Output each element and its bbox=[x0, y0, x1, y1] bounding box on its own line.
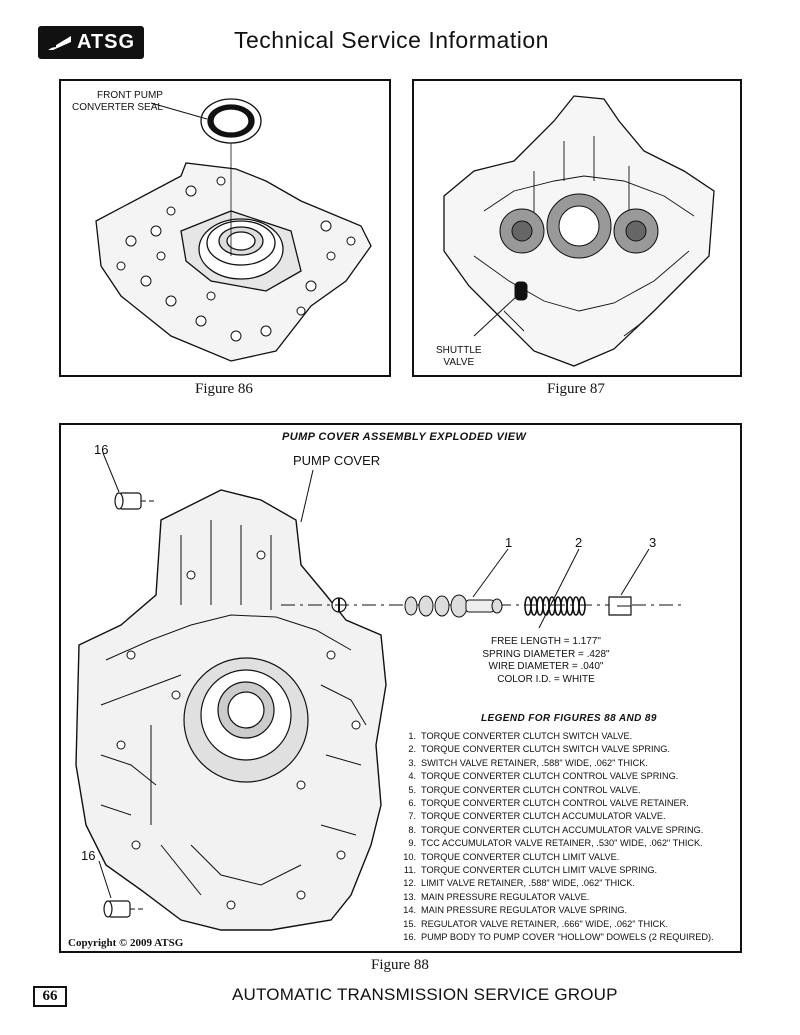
callout-1: 1 bbox=[505, 535, 513, 550]
pump-cover-label: PUMP COVER bbox=[293, 453, 381, 468]
legend-item: 15.REGULATOR VALVE RETAINER, .666" WIDE,… bbox=[403, 918, 668, 929]
exploded-view-heading: PUMP COVER ASSEMBLY EXPLODED VIEW bbox=[282, 431, 527, 443]
footer-text: AUTOMATIC TRANSMISSION SERVICE GROUP bbox=[232, 985, 618, 1004]
copyright: Copyright © 2009 ATSG bbox=[68, 937, 184, 949]
spring-specs: FREE LENGTH = 1.177" SPRING DIAMETER = .… bbox=[441, 636, 651, 686]
pump-cover-exploded-drawing bbox=[75, 452, 681, 931]
legend-item: 4.TORQUE CONVERTER CLUTCH CONTROL VALVE … bbox=[408, 771, 679, 782]
legend-title: LEGEND FOR FIGURES 88 AND 89 bbox=[481, 713, 657, 724]
legend-item: 12.LIMIT VALVE RETAINER, .588" WIDE, .06… bbox=[403, 878, 635, 889]
legend-item: 11.TORQUE CONVERTER CLUTCH LIMIT VALVE S… bbox=[403, 865, 658, 876]
spec-color-id: COLOR I.D. = WHITE bbox=[497, 673, 595, 685]
figure-86-frame: FRONT PUMP CONVERTER SEAL bbox=[59, 79, 391, 377]
page-number: 66 bbox=[33, 986, 67, 1007]
page-title: Technical Service Information bbox=[234, 27, 549, 53]
legend-item: 3.SWITCH VALVE RETAINER, .588" WIDE, .06… bbox=[408, 757, 648, 768]
legend-item: 9.TCC ACCUMULATOR VALVE RETAINER, .530" … bbox=[408, 838, 703, 849]
legend-item: 16.PUMP BODY TO PUMP COVER "HOLLOW" DOWE… bbox=[403, 932, 714, 943]
legend-item: 1.TORQUE CONVERTER CLUTCH SWITCH VALVE. bbox=[408, 731, 633, 741]
figure-88-frame: PUMP COVER ASSEMBLY EXPLODED VIEW 16 PUM… bbox=[59, 423, 742, 953]
spec-spring-diameter: SPRING DIAMETER = .428" bbox=[482, 648, 610, 660]
front-pump-seal-callout: FRONT PUMP CONVERTER SEAL bbox=[72, 90, 163, 113]
figure-87-frame: SHUTTLE VALVE bbox=[412, 79, 742, 377]
legend-item: 10.TORQUE CONVERTER CLUTCH LIMIT VALVE. bbox=[403, 851, 620, 862]
pump-body-gears-drawing bbox=[443, 95, 715, 367]
legend-item: 5.TORQUE CONVERTER CLUTCH CONTROL VALVE. bbox=[408, 784, 641, 795]
logo-text: ATSG bbox=[77, 31, 136, 53]
legend-item: 6.TORQUE CONVERTER CLUTCH CONTROL VALVE … bbox=[408, 798, 689, 809]
callout-16-bottom: 16 bbox=[81, 848, 96, 863]
front-pump-drawing bbox=[95, 98, 372, 362]
legend-item: 14.MAIN PRESSURE REGULATOR VALVE SPRING. bbox=[403, 905, 628, 916]
legend-item: 2.TORQUE CONVERTER CLUTCH SWITCH VALVE S… bbox=[408, 744, 670, 755]
spec-wire-diameter: WIRE DIAMETER = .040" bbox=[488, 661, 604, 672]
legend-list: 1.TORQUE CONVERTER CLUTCH SWITCH VALVE. … bbox=[401, 730, 714, 945]
legend-item: 8.TORQUE CONVERTER CLUTCH ACCUMULATOR VA… bbox=[408, 824, 704, 835]
figure-88-caption: Figure 88 bbox=[371, 957, 429, 973]
legend-item: 7.TORQUE CONVERTER CLUTCH ACCUMULATOR VA… bbox=[408, 811, 666, 822]
figure-87-caption: Figure 87 bbox=[547, 381, 605, 397]
legend-item: 13.MAIN PRESSURE REGULATOR VALVE. bbox=[403, 891, 590, 902]
callout-2: 2 bbox=[575, 535, 583, 550]
callout-3: 3 bbox=[649, 535, 657, 550]
callout-16-top: 16 bbox=[94, 442, 109, 457]
spec-free-length: FREE LENGTH = 1.177" bbox=[491, 636, 601, 647]
shuttle-valve-callout: SHUTTLE VALVE bbox=[436, 345, 482, 368]
checkered-flag-icon bbox=[48, 35, 71, 50]
atsg-logo: ATSG bbox=[38, 26, 144, 59]
figure-86-caption: Figure 86 bbox=[195, 381, 253, 397]
